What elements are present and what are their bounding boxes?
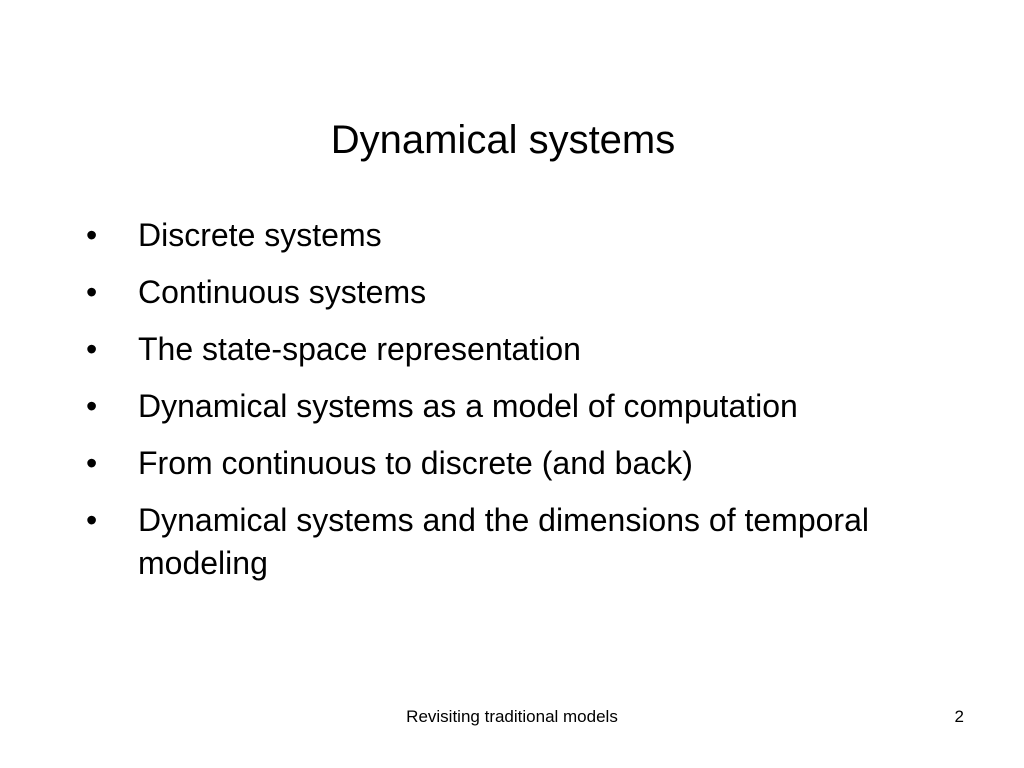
bullet-text: The state-space representation bbox=[138, 331, 581, 367]
bullet-marker: • bbox=[86, 217, 98, 253]
footer-title: Revisiting traditional models bbox=[406, 707, 618, 726]
bullet-item-model-of-computation: • Dynamical systems as a model of comput… bbox=[86, 385, 986, 428]
bullet-marker: • bbox=[86, 331, 98, 367]
bullet-text: From continuous to discrete (and back) bbox=[138, 445, 693, 481]
bullet-marker: • bbox=[86, 388, 98, 424]
bullet-marker: • bbox=[86, 274, 98, 310]
bullet-text: Dynamical systems and the dimensions of … bbox=[138, 502, 869, 581]
bullet-text: Dynamical systems as a model of computat… bbox=[138, 388, 798, 424]
bullet-list: • Discrete systems • Continuous systems … bbox=[86, 214, 986, 599]
bullet-item-temporal-modeling: • Dynamical systems and the dimensions o… bbox=[86, 499, 986, 585]
bullet-item-continuous-to-discrete: • From continuous to discrete (and back) bbox=[86, 442, 986, 485]
page-number: 2 bbox=[954, 707, 964, 726]
bullet-marker: • bbox=[86, 502, 98, 538]
slide-title: Dynamical systems bbox=[330, 118, 676, 162]
bullet-item-state-space-representation: • The state-space representation bbox=[86, 328, 986, 371]
bullet-item-continuous-systems: • Continuous systems bbox=[86, 271, 986, 314]
bullet-item-discrete-systems: • Discrete systems bbox=[86, 214, 986, 257]
bullet-marker: • bbox=[86, 445, 98, 481]
bullet-text: Continuous systems bbox=[138, 274, 427, 310]
bullet-text: Discrete systems bbox=[138, 217, 382, 253]
